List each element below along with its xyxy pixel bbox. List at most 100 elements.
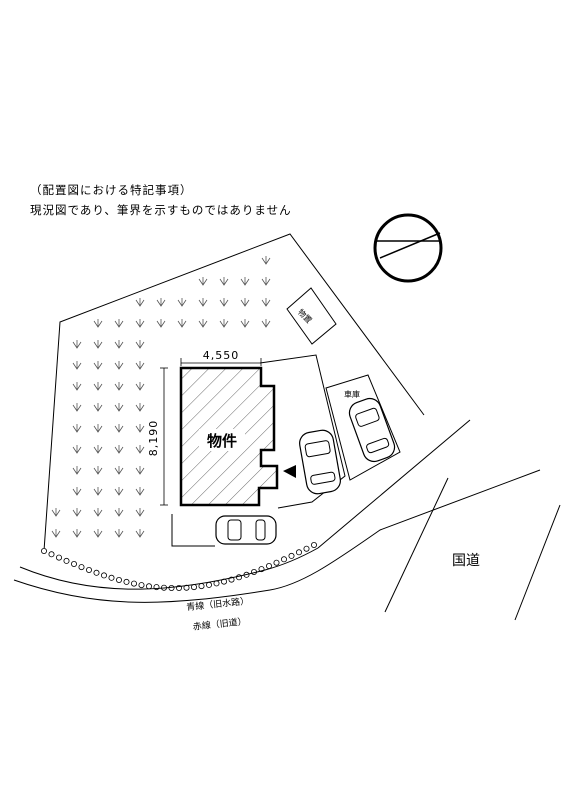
boundary-dot [288, 552, 295, 559]
grass-icon [93, 319, 103, 328]
grass-icon [72, 340, 82, 349]
boundary-dot [93, 569, 100, 576]
grass-icon [93, 340, 103, 349]
grass-icon [135, 487, 145, 496]
grass-icon [261, 319, 271, 328]
boundary-dot [78, 564, 85, 571]
boundary-dot [86, 567, 93, 574]
boundary-dot [303, 545, 310, 552]
entrance-triangle-icon [283, 465, 296, 478]
boundary-dot [63, 557, 70, 564]
car-icon [348, 397, 396, 463]
grass-icon [135, 424, 145, 433]
notes-heading: （配置図における特記事項） [30, 183, 193, 197]
width-dimension: 4,550 [180, 349, 262, 366]
grass-icon [261, 298, 271, 307]
grass-icon [93, 403, 103, 412]
boundary-dot [123, 578, 130, 585]
grass-icon [93, 508, 103, 517]
grass-icon [114, 424, 124, 433]
grass-icon [135, 529, 145, 538]
grass-icon [156, 319, 166, 328]
notes-body: 現況図であり、筆界を示すものではありません [30, 203, 292, 217]
depth-dimension: 8,190 [147, 367, 168, 506]
grass-icon [114, 319, 124, 328]
boundary-dot [116, 577, 123, 584]
boundary-dot [130, 580, 137, 587]
grass-icon [240, 319, 250, 328]
boundary-dot [145, 583, 152, 590]
boundary-dot [41, 548, 48, 555]
grass-icon [114, 445, 124, 454]
grass-icon [135, 382, 145, 391]
boundary-dot [108, 574, 115, 581]
grass-icon [198, 277, 208, 286]
grass-icon [114, 466, 124, 475]
grass-icon [51, 508, 61, 517]
red-line-label: 赤線（旧道） [192, 615, 247, 633]
grass-icon [114, 382, 124, 391]
garage-label: 車庫 [344, 389, 360, 399]
grass-icon [198, 298, 208, 307]
road-lines [13, 419, 561, 621]
boundary-dots [41, 542, 317, 592]
storage-shed: 物置 [286, 287, 337, 345]
lot-boundary [43, 233, 425, 552]
parking-outline [259, 354, 346, 509]
grass-icon [135, 361, 145, 370]
grass-icon [93, 529, 103, 538]
car-icon [215, 515, 277, 545]
boundary-dot [310, 542, 317, 549]
grass-icon [219, 277, 229, 286]
north-arrow-icon [373, 213, 443, 283]
boundary-dot [138, 582, 145, 589]
grass-icon [219, 319, 229, 328]
boundary-dot [280, 556, 287, 563]
front-yard-outline [171, 514, 215, 547]
grass-icon [177, 298, 187, 307]
boundary-dot [48, 551, 55, 558]
boundary-dot [265, 563, 272, 570]
grass-icon [93, 466, 103, 475]
vegetation-area [51, 256, 271, 538]
depth-dimension-label: 8,190 [147, 420, 160, 457]
national-road-label: 国道 [452, 553, 480, 569]
grass-icon [135, 466, 145, 475]
width-dimension-label: 4,550 [203, 349, 240, 362]
grass-icon [72, 445, 82, 454]
boundary-dot [183, 584, 190, 591]
grass-icon [93, 382, 103, 391]
grass-icon [240, 298, 250, 307]
grass-icon [219, 298, 229, 307]
grass-icon [72, 382, 82, 391]
grass-icon [198, 319, 208, 328]
grass-icon [72, 403, 82, 412]
grass-icon [135, 445, 145, 454]
grass-icon [93, 424, 103, 433]
grass-icon [72, 361, 82, 370]
grass-icon [177, 319, 187, 328]
grass-icon [135, 340, 145, 349]
grass-icon [93, 445, 103, 454]
grass-icon [114, 508, 124, 517]
grass-icon [135, 403, 145, 412]
grass-icon [72, 487, 82, 496]
grass-icon [114, 403, 124, 412]
property-building: 物件 [179, 366, 279, 507]
grass-icon [156, 298, 166, 307]
grass-icon [72, 529, 82, 538]
grass-icon [261, 256, 271, 265]
boundary-dot [56, 554, 63, 561]
boundary-dot [71, 561, 78, 568]
grass-icon [114, 361, 124, 370]
grass-icon [51, 529, 61, 538]
grass-icon [114, 340, 124, 349]
boundary-dot [198, 583, 205, 590]
grass-icon [93, 487, 103, 496]
grass-icon [261, 277, 271, 286]
grass-icon [135, 298, 145, 307]
property-label: 物件 [207, 432, 237, 450]
grass-icon [114, 529, 124, 538]
boundary-dot [205, 581, 212, 588]
